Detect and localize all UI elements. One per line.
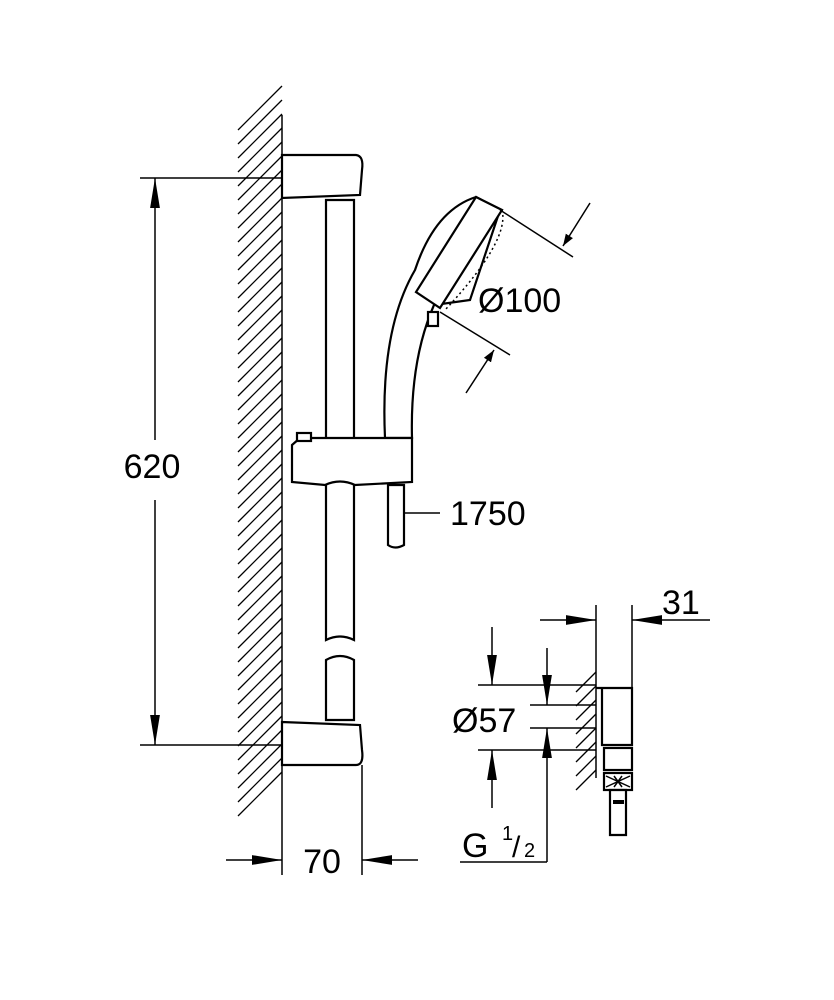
hatch-line (237, 323, 283, 369)
wall-outlet (595, 605, 634, 837)
hatch-line (575, 699, 597, 721)
height-dimension: 620 (124, 177, 282, 746)
hatch-line (237, 267, 283, 313)
hatch-line (237, 127, 283, 173)
hatch-line (237, 547, 283, 593)
hatch-line (237, 183, 283, 229)
hatch-line (237, 295, 283, 341)
hand-shower: 1750 (290, 195, 526, 549)
outlet-diameter-label: Ø57 (452, 702, 516, 740)
hatch-line (237, 253, 283, 299)
hose-length-label: 1750 (450, 495, 526, 533)
hatch-line (237, 379, 283, 425)
bottom-bracket (280, 720, 364, 767)
hatch-line (237, 603, 283, 649)
hatch-line (575, 713, 597, 735)
hatch-line (237, 365, 283, 411)
hatch-line (237, 113, 283, 159)
outlet-wall-hatch (575, 671, 597, 791)
top-bracket (280, 153, 364, 200)
rail-height-label: 620 (124, 448, 181, 486)
hatch-line (575, 741, 597, 763)
hatch-line (237, 519, 283, 565)
depth-dimension: 70 (226, 765, 418, 881)
thread-numerator: 1 (502, 823, 513, 845)
hatch-line (237, 743, 283, 789)
hatch-line (237, 141, 283, 187)
hatch-line (237, 421, 283, 467)
hatch-line (237, 533, 283, 579)
hatch-line (237, 729, 283, 775)
hatch-line (237, 505, 283, 551)
head-diameter-dimension: Ø100 (439, 202, 591, 394)
hatch-line (237, 589, 283, 635)
hatch-line (575, 671, 597, 693)
hatch-line (237, 169, 283, 215)
wall-distance-label: 70 (303, 843, 341, 881)
hatch-line (237, 701, 283, 747)
hatch-line (237, 337, 283, 383)
shower-rail (280, 153, 364, 767)
hatch-line (237, 715, 283, 761)
hatch-line (237, 85, 283, 131)
hatch-line (237, 351, 283, 397)
hatch-line (575, 727, 597, 749)
thread-slash: / (512, 831, 521, 864)
hatch-line (237, 407, 283, 453)
hatch-line (237, 659, 283, 705)
outlet-diameter-dimension: Ø57 G 1 / 2 (452, 627, 596, 865)
head-diameter-label: Ø100 (478, 282, 561, 320)
thread-denominator: 2 (524, 840, 535, 862)
outlet-depth-label: 31 (662, 584, 700, 622)
hatch-line (237, 575, 283, 621)
hatch-line (575, 685, 597, 707)
hatch-line (237, 463, 283, 509)
wall-hatch (237, 85, 283, 817)
hatch-line (575, 755, 597, 777)
hatch-line (237, 309, 283, 355)
hatch-line (237, 239, 283, 285)
hatch-line (237, 393, 283, 439)
hatch-line (237, 617, 283, 663)
outlet-depth-dimension: 31 (540, 584, 710, 625)
hatch-line (237, 561, 283, 607)
hatch-line (237, 757, 283, 803)
hatch-line (237, 99, 283, 145)
hose (386, 483, 406, 549)
hatch-line (237, 673, 283, 719)
hatch-line (237, 771, 283, 817)
hatch-line (237, 645, 283, 691)
hatch-line (575, 769, 597, 791)
hatch-line (237, 687, 283, 733)
hatch-line (237, 477, 283, 523)
hatch-line (237, 435, 283, 481)
hatch-line (237, 197, 283, 243)
hatch-line (237, 491, 283, 537)
thread-prefix: G (462, 827, 488, 865)
hatch-line (237, 211, 283, 257)
hatch-line (237, 225, 283, 271)
hatch-line (237, 631, 283, 677)
slider (290, 436, 414, 487)
hatch-line (237, 281, 283, 327)
hatch-line (237, 449, 283, 495)
